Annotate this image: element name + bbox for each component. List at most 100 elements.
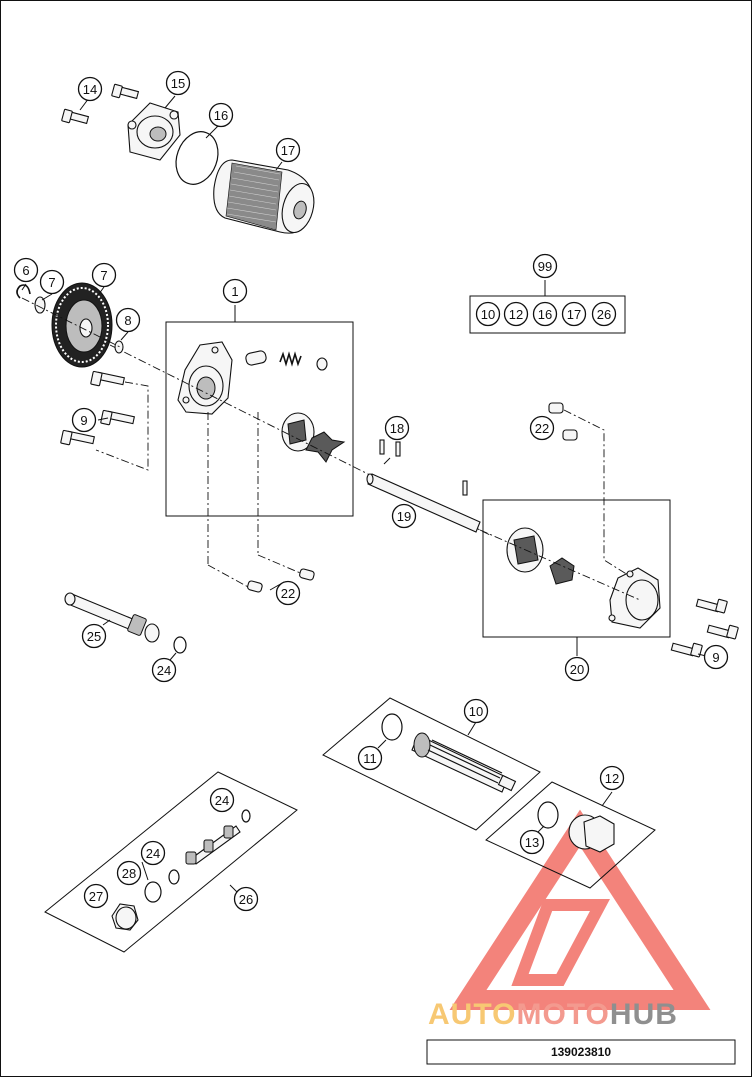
callout-circle [703,644,729,670]
callout-number: 16 [214,108,228,123]
o-ring-icon [168,869,180,885]
callout-circle [384,415,410,441]
callout-6: 9 [703,644,729,670]
callout-circle [503,301,529,327]
callout-circle [519,829,545,855]
callout-number: 7 [100,268,107,283]
suction-pump-group [479,499,671,656]
screw-plug-icon [568,814,615,853]
callout-3: 7 [91,262,117,288]
pump-rotor-inner-icon [549,557,575,585]
screw-plug-group [485,781,656,889]
callout-circle [222,278,248,304]
screw-icon [100,409,135,426]
callout-circle [275,137,301,163]
callout-number: 17 [567,307,581,322]
screw-icon [706,624,739,640]
callout-circle [599,765,625,791]
callout-number: 22 [535,421,549,436]
callout-circle [151,657,177,683]
callout-number: 25 [87,629,101,644]
pin-icon [395,441,401,457]
callout-number: 9 [712,650,719,665]
kit-item-2: 16 [532,301,558,327]
watermark-triangle [449,809,711,1010]
pressure-valve-group [64,592,187,661]
pump-screws-left [60,370,149,471]
dowel-pin-icon [548,402,564,414]
oil-pump-gear-icon [51,282,113,368]
callout-number: 6 [22,263,29,278]
bolt-icon [111,83,140,100]
callout-14: 17 [275,137,301,163]
callout-circle [233,886,259,912]
washer-icon [34,296,46,314]
callout-21: 24 [209,787,235,813]
callout-circle [391,503,417,529]
callout-number: 8 [124,313,131,328]
oil-filter-cover-icon [127,102,181,161]
callout-circle [564,656,590,682]
callout-1: 6 [13,257,39,283]
callout-circle [529,415,555,441]
oil-filter-icon [213,159,315,234]
callout-5: 9 [71,407,97,433]
callout-circle [463,698,489,724]
callout-number: 15 [171,76,185,91]
callout-number: 16 [538,307,552,322]
callout-number: 14 [83,82,97,97]
dowel-pin-icon [299,568,315,581]
callout-0: 1 [222,278,248,304]
watermark-text: AUTOMOTOHUB [428,998,678,1031]
callout-2: 7 [39,269,65,295]
o-ring-icon [241,809,251,823]
callout-number: 7 [48,275,55,290]
callout-number: 13 [525,835,539,850]
callout-circle [140,840,166,866]
callout-number: 17 [281,143,295,158]
o-ring-icon [175,131,219,185]
watermark-triangle-inner [511,899,610,986]
callout-circle [475,301,501,327]
dowel-pin-icon [247,580,263,593]
callout-circle [39,269,65,295]
callout-number: 26 [239,892,253,907]
callout-number: 10 [469,704,483,719]
callout-number: 22 [281,586,295,601]
callout-circle [115,307,141,333]
callout-circle [591,301,617,327]
screw-icon [695,598,728,614]
o-ring-icon [144,881,162,903]
callout-number: 18 [390,421,404,436]
screw-icon [90,370,125,387]
callout-number: 20 [570,662,584,677]
callout-circle [77,76,103,102]
screw-icon [60,429,95,446]
pin-icon [379,439,385,455]
pump-rotor-inner-icon [305,431,346,463]
callout-12: 15 [165,70,191,96]
shaft-icon [366,473,481,533]
callout-15: 18 [384,415,410,441]
kit-99-box [469,280,626,334]
kit-item-1: 12 [503,301,529,327]
oil-pump-shaft-group [366,439,481,533]
callout-circle [165,70,191,96]
callout-20: 24 [151,657,177,683]
valve-piston-icon [185,825,241,865]
oil-filter-insert-group [322,697,541,831]
drive-gear-group [16,282,129,368]
callout-23: 25 [81,623,107,649]
washer-icon [316,357,328,371]
callout-circle [357,745,383,771]
callout-number: 12 [605,771,619,786]
callout-circle [209,787,235,813]
pin-icon [462,480,468,496]
callout-circle [561,301,587,327]
kit-item-3: 17 [561,301,587,327]
callout-17: 20 [564,656,590,682]
document-number-box: 139023810 [426,1039,736,1065]
spring-icon [279,351,302,367]
